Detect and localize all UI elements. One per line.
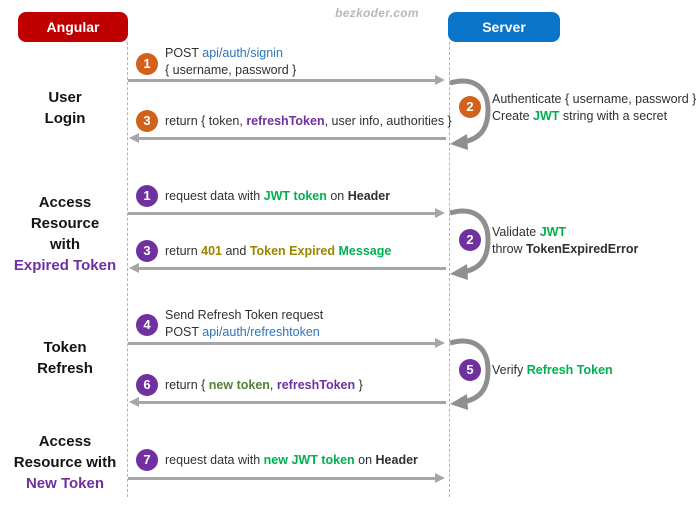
step-badge: 2 [459, 96, 481, 118]
arrow-expired-response [129, 263, 446, 273]
step-badge: 1 [136, 53, 158, 75]
message-line: return 401 and Token Expired Message [165, 244, 392, 258]
arrow-login-request [128, 75, 445, 85]
message-login-response: return { token, refreshToken, user info,… [165, 113, 452, 130]
label-line: Resource [30, 215, 100, 232]
label-line: User [48, 89, 82, 106]
label-line: with [50, 236, 80, 253]
step-badge: 2 [459, 229, 481, 251]
message-line: throw TokenExpiredError [492, 242, 639, 256]
label-line: Resource with [13, 454, 117, 471]
server-self-loop-icon [449, 208, 491, 280]
arrow-refresh-response [129, 397, 446, 407]
message-refresh-request: Send Refresh Token request POST api/auth… [165, 307, 323, 341]
label-line: Token [43, 339, 87, 356]
message-line: Verify Refresh Token [492, 363, 613, 377]
message-line: request data with new JWT token on Heade… [165, 453, 418, 467]
step-badge: 6 [136, 374, 158, 396]
message-refresh-response: return { new token, refreshToken } [165, 377, 363, 394]
section-label-new-token: Access Resource with New Token [0, 431, 130, 494]
label-line: Login [44, 110, 86, 127]
label-line: New Token [25, 475, 105, 492]
message-line: return { new token, refreshToken } [165, 378, 363, 392]
section-label-user-login: User Login [0, 87, 130, 129]
message-login-server: Authenticate { username, password } Crea… [492, 91, 696, 125]
message-line: Create JWT string with a secret [492, 109, 668, 123]
arrow-refresh-request [128, 338, 445, 348]
message-line: request data with JWT token on Header [165, 189, 391, 203]
step-badge: 7 [136, 449, 158, 471]
step-badge: 4 [136, 314, 158, 336]
message-line: Validate JWT [492, 225, 567, 239]
server-self-loop-icon [449, 78, 491, 150]
message-expired-server: Validate JWT throw TokenExpiredError [492, 224, 638, 258]
label-line: Access [38, 433, 92, 450]
lifeline-angular [127, 42, 128, 497]
message-line: Authenticate { username, password } [492, 92, 697, 106]
step-badge: 1 [136, 185, 158, 207]
message-line: POST api/auth/refreshtoken [165, 325, 320, 339]
arrow-new-token-request [128, 473, 445, 483]
message-new-token-request: request data with new JWT token on Heade… [165, 452, 418, 469]
message-expired-request: request data with JWT token on Header [165, 188, 390, 205]
section-label-token-refresh: Token Refresh [0, 337, 130, 379]
message-expired-response: return 401 and Token Expired Message [165, 243, 391, 260]
server-self-loop-icon [449, 338, 491, 410]
section-label-expired-token: Access Resource with Expired Token [0, 192, 130, 276]
message-login-request: POST api/auth/signin { username, passwor… [165, 45, 296, 79]
label-line: Refresh [37, 360, 93, 377]
step-badge: 3 [136, 110, 158, 132]
step-badge: 3 [136, 240, 158, 262]
step-badge: 5 [459, 359, 481, 381]
message-line: { username, password } [165, 63, 297, 77]
message-refresh-server: Verify Refresh Token [492, 362, 613, 379]
arrow-login-response [129, 133, 446, 143]
message-line: return { token, refreshToken, user info,… [165, 114, 452, 128]
actor-server: Server [448, 12, 560, 42]
label-line: Access [38, 194, 92, 211]
actor-angular: Angular [18, 12, 128, 42]
lifeline-server [449, 42, 450, 497]
label-line: Expired Token [13, 257, 117, 274]
watermark: bezkoder.com [335, 6, 419, 20]
arrow-expired-request [128, 208, 445, 218]
message-line: POST api/auth/signin [165, 46, 283, 60]
message-line: Send Refresh Token request [165, 308, 324, 322]
